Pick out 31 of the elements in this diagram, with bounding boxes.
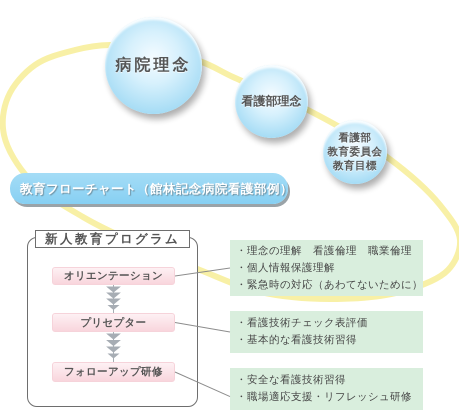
bubble-label: 教育委員会 [328, 145, 382, 159]
step-label: フォローアップ研修 [64, 365, 163, 379]
connector-line [174, 268, 230, 276]
note-box [230, 368, 423, 410]
step-box [52, 362, 175, 382]
note-box [230, 311, 423, 353]
bubble [235, 65, 308, 138]
chevron-arrow [107, 332, 121, 362]
bubble-label: 看護部理念 [242, 93, 302, 110]
step-label: プリセプター [80, 316, 146, 330]
bullet-item: ・職場適応支援・リフレッシュ研修 [236, 390, 413, 405]
bullet-item: ・理念の理解 看護倫理 職業倫理 [236, 244, 413, 258]
step-box [52, 267, 175, 285]
title-banner: 教育フローチャート（館林記念病院看護部例） [10, 173, 288, 204]
note-box [230, 240, 423, 296]
chevron-arrow [107, 284, 121, 314]
bubble-label: 病院理念 [116, 55, 192, 76]
bullet-item: ・緊急時の対応（あわてないために） [236, 278, 417, 292]
step-box [52, 313, 175, 332]
step-label: オリエンテーション [64, 269, 163, 283]
program-frame [27, 230, 198, 407]
bullet-item: ・安全な看護技術習得 [236, 373, 347, 388]
bullet-item: ・看護技術チェック表評価 [236, 316, 369, 331]
bubble-label: 教育目標 [333, 159, 377, 173]
frame-heading: 新人教育プログラム [35, 230, 190, 248]
bullet-item: ・基本的な看護技術習得 [236, 333, 358, 348]
bullet-item: ・個人情報保護理解 [236, 260, 336, 276]
bubble-label: 看護部 [338, 131, 372, 145]
bubble [323, 120, 387, 184]
connector-line [174, 372, 230, 398]
connector-line [174, 322, 230, 332]
